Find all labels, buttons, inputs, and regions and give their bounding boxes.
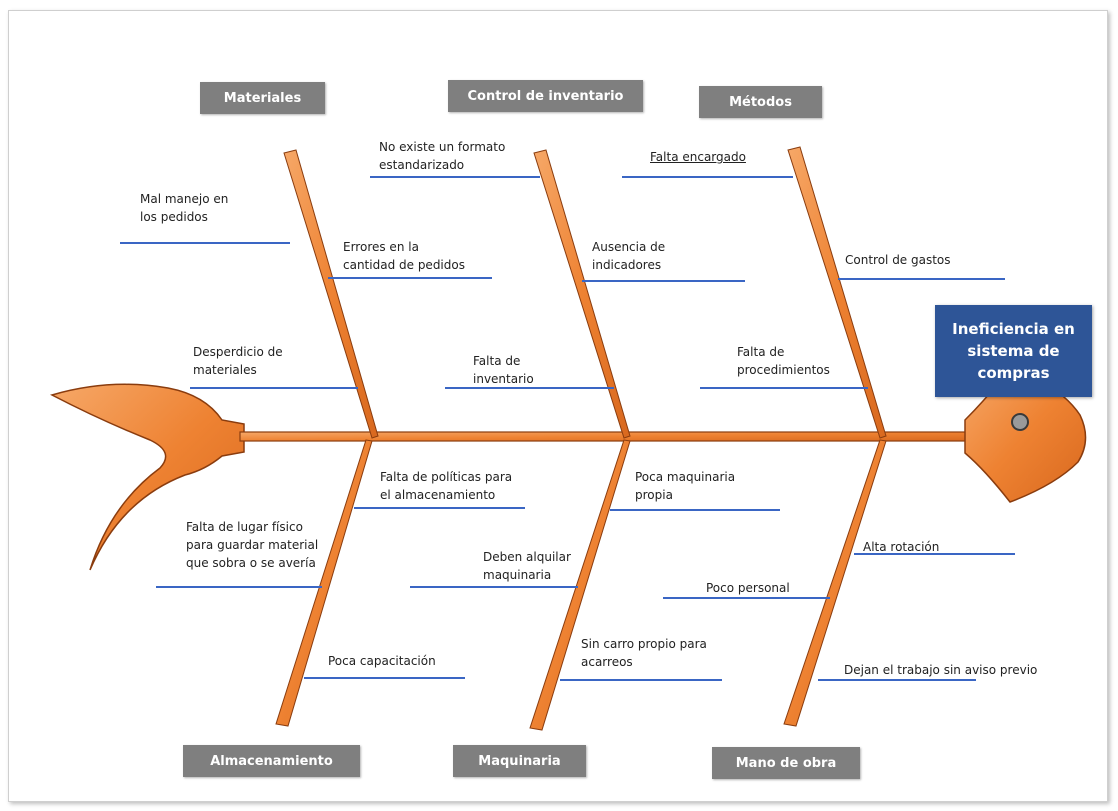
cause-metodos-1: Falta encargado (650, 150, 746, 164)
category-metodos: Métodos (699, 86, 822, 118)
bone-materiales (283, 149, 379, 439)
cause-materiales-2: Errores en la cantidad de pedidos (343, 240, 465, 272)
bone-control-inventario (533, 149, 631, 439)
cause-maquinaria-3: Sin carro propio para acarreos (581, 637, 707, 669)
cause-control-inventario-3: Falta de inventario (473, 354, 534, 386)
effect-box: Ineficiencia en sistema de compras (935, 305, 1092, 397)
cause-almacenamiento-3: Poca capacitación (328, 654, 436, 668)
cause-almacenamiento-1: Falta de políticas para el almacenamient… (380, 470, 513, 502)
cause-mano-obra-3: Dejan el trabajo sin aviso previo (844, 663, 1038, 677)
cause-metodos-3: Falta de procedimientos (737, 345, 830, 377)
cause-almacenamiento-2: Falta de lugar físico para guardar mater… (186, 520, 319, 570)
category-control-inventario: Control de inventario (448, 80, 643, 112)
category-maquinaria: Maquinaria (453, 745, 586, 777)
cause-control-inventario-2: Ausencia de indicadores (592, 240, 666, 272)
cause-maquinaria-1: Poca maquinaria propia (635, 470, 736, 502)
cause-control-inventario-1: No existe un formato estandarizado (379, 140, 506, 172)
bone-metodos (787, 146, 887, 439)
category-mano-obra: Mano de obra (712, 747, 860, 779)
fish-spine (239, 431, 976, 442)
cause-maquinaria-2: Deben alquilar maquinaria (483, 550, 571, 582)
cause-mano-obra-2: Poco personal (706, 581, 790, 595)
bone-almacenamiento (275, 439, 373, 727)
bone-mano-obra (783, 439, 887, 727)
category-almacenamiento: Almacenamiento (183, 745, 360, 777)
cause-materiales-1: Mal manejo en los pedidos (140, 192, 229, 224)
fish-eye (1011, 413, 1029, 431)
category-materiales: Materiales (200, 82, 325, 114)
fish-tail (50, 383, 245, 571)
bone-maquinaria (529, 439, 631, 731)
cause-materiales-3: Desperdicio de materiales (193, 345, 283, 377)
cause-mano-obra-1: Alta rotación (863, 540, 940, 554)
cause-metodos-2: Control de gastos (845, 253, 951, 267)
